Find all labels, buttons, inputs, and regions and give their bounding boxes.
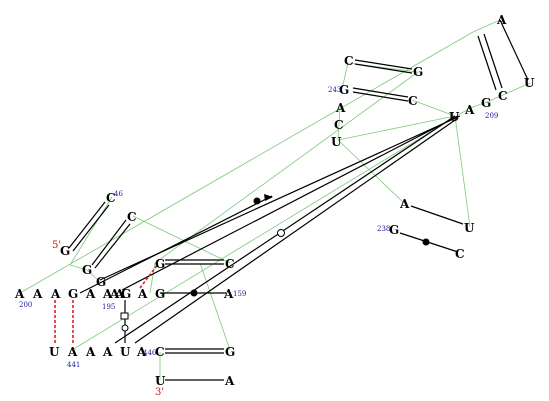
- nucleotide: A: [67, 345, 78, 359]
- nucleotide: A: [102, 345, 113, 359]
- nucleotide: C: [225, 257, 235, 271]
- nucleotide: A: [335, 101, 346, 115]
- nucleotide: A: [464, 103, 475, 117]
- position-number: 446: [143, 349, 157, 357]
- nucleotide: U: [120, 345, 131, 359]
- nucleotide: U: [524, 76, 535, 90]
- nucleotide: A: [109, 287, 120, 301]
- nucleotide: C: [334, 118, 344, 132]
- nucleotide: A: [223, 287, 234, 301]
- nucleotide: A: [102, 287, 113, 301]
- nucleotide: G: [96, 275, 106, 289]
- nucleotide: U: [464, 221, 475, 235]
- nucleotide: G: [82, 263, 92, 277]
- nucleotide: U: [155, 374, 166, 388]
- nucleotide: U: [449, 110, 460, 124]
- nucleotide: C: [408, 94, 418, 108]
- position-number: 195: [102, 303, 115, 311]
- three-prime-label: 3': [155, 387, 164, 398]
- nucleotide: A: [114, 287, 125, 301]
- nucleotide: C: [455, 247, 465, 261]
- nucleotide: G: [121, 287, 131, 301]
- position-number: 200: [19, 301, 32, 309]
- nucleotide: U: [49, 345, 60, 359]
- base-pair-lines: [54, 19, 529, 381]
- nucleotide: G: [413, 65, 423, 79]
- nucleotide: G: [155, 287, 165, 301]
- nucleotide: G: [60, 244, 70, 258]
- position-number: 238: [377, 225, 390, 233]
- position-number: 46: [114, 190, 123, 198]
- nucleotide: C: [344, 54, 354, 68]
- nucleotide: C: [498, 89, 508, 103]
- nucleotide: U: [331, 135, 342, 149]
- nucleotide: A: [50, 287, 61, 301]
- nucleotide: G: [155, 257, 165, 271]
- nucleotides: A U C G A U C G C G A C U A U G C C C G …: [14, 13, 535, 388]
- nucleotide: A: [224, 374, 235, 388]
- position-number: 159: [233, 290, 246, 298]
- nucleotide: A: [85, 345, 96, 359]
- nucleotide: C: [106, 191, 116, 205]
- nucleotide: A: [136, 345, 147, 359]
- nucleotide: G: [68, 287, 78, 301]
- position-number: 441: [67, 361, 80, 369]
- position-numbers: 209 243 238 46 200 195 159 441 446: [19, 86, 498, 369]
- nucleotide: A: [32, 287, 43, 301]
- position-number: 243: [328, 86, 341, 94]
- interaction-symbols: [120, 194, 430, 332]
- nucleotide: G: [389, 223, 399, 237]
- nucleotide: C: [155, 345, 165, 359]
- nucleotide: G: [225, 345, 235, 359]
- nucleotide: G: [481, 96, 491, 110]
- nucleotide: A: [14, 287, 25, 301]
- nucleotide: A: [85, 287, 96, 301]
- nucleotide: A: [137, 287, 148, 301]
- position-number: 209: [485, 112, 498, 120]
- nucleotide: C: [127, 210, 137, 224]
- nucleotide: A: [496, 13, 507, 27]
- five-prime-label: 5': [52, 240, 61, 251]
- nucleotide: A: [399, 197, 410, 211]
- nucleotide: G: [339, 83, 349, 97]
